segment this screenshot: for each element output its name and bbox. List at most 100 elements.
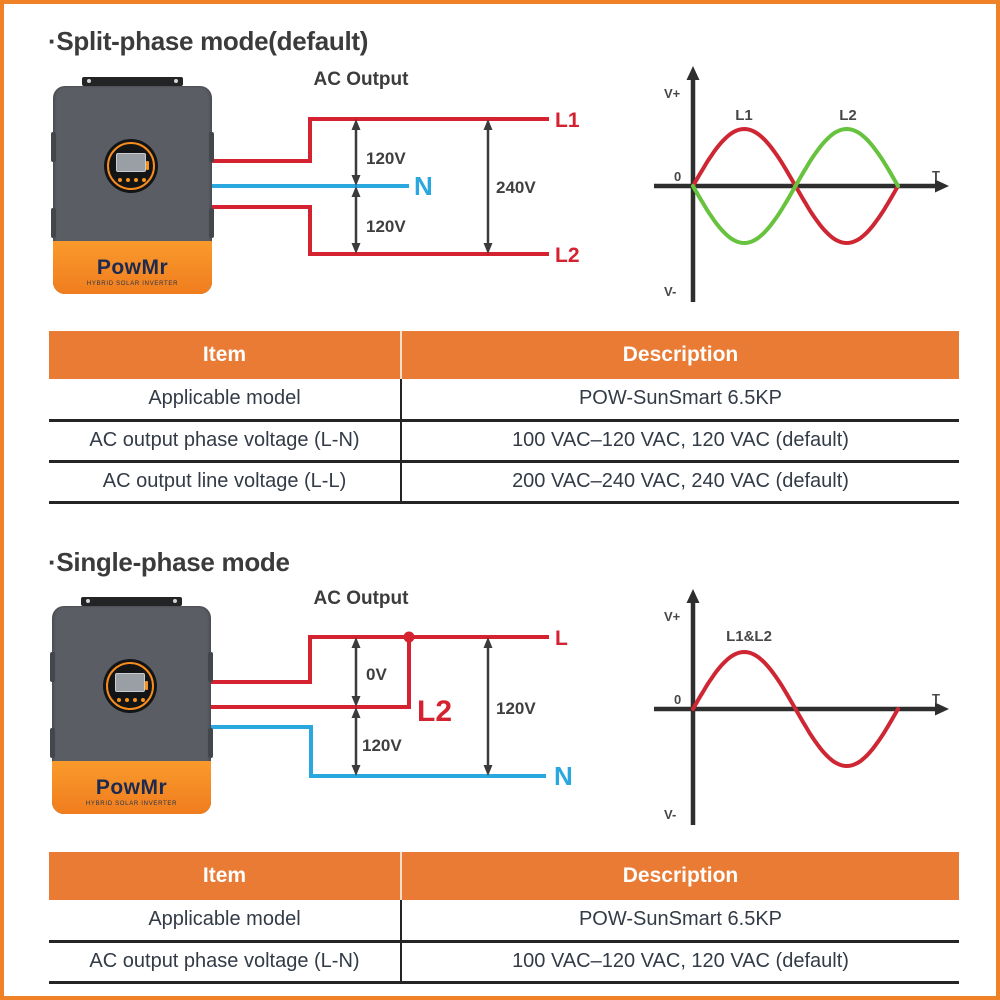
table-row: Applicable model POW-SunSmart 6.5KP: [49, 900, 959, 943]
split-waveform-chart: V+ 0 V- T L1 L2: [654, 66, 949, 302]
description-cell: POW-SunSmart 6.5KP: [401, 379, 959, 422]
description-header: Description: [401, 852, 959, 900]
arrow-head: [351, 186, 361, 197]
l2-label: L2: [417, 695, 452, 728]
screw-hole: [173, 599, 177, 603]
table-header-row: Item Description: [49, 852, 959, 900]
mounting-bracket: [81, 597, 182, 606]
screw-hole: [87, 79, 91, 83]
item-cell: AC output line voltage (L-L): [49, 461, 402, 504]
voltage-top-label: 0V: [366, 665, 387, 684]
table-row: Applicable model POW-SunSmart 6.5KP: [49, 379, 959, 422]
powmr-logo: PowMr: [95, 776, 168, 799]
inverter-device: PowMr HYBRID SOLAR INVERTER: [50, 597, 213, 814]
inverter-body: PowMr HYBRID SOLAR INVERTER: [50, 606, 213, 814]
l1-label: L1: [555, 109, 580, 132]
description-cell: POW-SunSmart 6.5KP: [401, 900, 959, 943]
l1-wave-label: L1: [735, 107, 753, 124]
v-axis-arrow: [686, 589, 700, 603]
neutral-label: N: [554, 761, 573, 791]
side-tab: [50, 652, 55, 682]
screw-hole: [174, 79, 178, 83]
v-plus-label: V+: [664, 86, 681, 101]
arrow-head: [351, 243, 361, 254]
table-header-row: Item Description: [49, 331, 959, 379]
mounting-bracket: [82, 77, 183, 86]
arrow-head: [351, 696, 361, 707]
voltage-total-label: 240V: [496, 178, 536, 197]
inverter-device: PowMr HYBRID SOLAR INVERTER: [51, 77, 214, 294]
side-tab: [208, 728, 213, 758]
arrow-head: [483, 243, 493, 254]
side-tab: [209, 208, 214, 238]
voltage-bottom-label: 120V: [366, 217, 406, 236]
split-phase-heading: ·Split-phase mode(default): [48, 26, 369, 56]
l2-wire: [207, 637, 411, 709]
inverter-body: PowMr HYBRID SOLAR INVERTER: [51, 86, 214, 294]
inverter-display: [104, 139, 158, 193]
side-tab: [209, 132, 214, 162]
description-cell: 100 VAC–120 VAC, 120 VAC (default): [401, 420, 959, 463]
description-header: Description: [401, 331, 959, 379]
voltage-bottom-label: 120V: [362, 736, 402, 755]
lcd-screen: [115, 673, 145, 692]
l1-wire: [207, 117, 549, 163]
powmr-tagline: HYBRID SOLAR INVERTER: [85, 801, 178, 807]
v-plus-label: V+: [664, 609, 681, 624]
description-cell: 100 VAC–120 VAC, 120 VAC (default): [401, 941, 959, 984]
l1l2-wave-label: L1&L2: [726, 628, 772, 645]
t-label: T: [932, 168, 940, 183]
table-row: AC output line voltage (L-L) 200 VAC–240…: [49, 461, 959, 504]
l2-wave-label: L2: [839, 107, 857, 124]
screw-hole: [86, 599, 90, 603]
l2-label: L2: [555, 244, 580, 267]
voltage-total-label: 120V: [496, 699, 536, 718]
split-wiring-diagram: AC Output L1 L2 N 120V 120V 240V: [207, 69, 580, 267]
side-tab: [208, 652, 213, 682]
single-waveform-chart: V+ 0 V- T L1&L2: [654, 589, 949, 825]
description-cell: 200 VAC–240 VAC, 240 VAC (default): [401, 461, 959, 504]
inverter-orange-panel: PowMr HYBRID SOLAR INVERTER: [52, 761, 211, 814]
lcd-screen: [116, 153, 146, 172]
single-phase-heading: ·Single-phase mode: [48, 547, 290, 577]
t-axis-arrow: [935, 702, 949, 716]
powmr-tagline: HYBRID SOLAR INVERTER: [86, 281, 179, 287]
led-row: [118, 178, 146, 182]
item-cell: Applicable model: [49, 900, 402, 943]
item-cell: AC output phase voltage (L-N): [49, 420, 402, 463]
l-label: L: [555, 627, 568, 650]
item-header: Item: [49, 852, 402, 900]
zero-label: 0: [674, 169, 681, 184]
inverter-display: [103, 659, 157, 713]
l-wire: [207, 635, 549, 684]
side-tab: [50, 728, 55, 758]
l1l2-sine-wave: [691, 649, 900, 769]
display-indicator: [145, 681, 148, 690]
voltage-top-label: 120V: [366, 149, 406, 168]
junction-dot: [403, 631, 415, 643]
neutral-label: N: [414, 171, 433, 201]
item-header: Item: [49, 331, 402, 379]
led-row: [117, 698, 145, 702]
ac-output-label: AC Output: [314, 69, 410, 90]
arrow-head: [351, 637, 361, 648]
side-tab: [51, 208, 56, 238]
arrow-head: [483, 637, 493, 648]
arrow-head: [351, 707, 361, 718]
display-indicator: [146, 161, 149, 170]
single-spec-table: Item Description Applicable model POW-Su…: [49, 852, 959, 984]
arrow-head: [483, 765, 493, 776]
item-cell: AC output phase voltage (L-N): [49, 941, 402, 984]
t-axis-arrow: [935, 179, 949, 193]
table-row: AC output phase voltage (L-N) 100 VAC–12…: [49, 941, 959, 984]
l2-sine-wave: [691, 126, 900, 246]
l2-wire: [207, 205, 549, 256]
arrow-head: [351, 175, 361, 186]
neutral-wire: [207, 725, 546, 778]
inverter-orange-panel: PowMr HYBRID SOLAR INVERTER: [53, 241, 212, 294]
item-cell: Applicable model: [49, 379, 402, 422]
v-axis-arrow: [686, 66, 700, 80]
single-wiring-diagram: AC Output L L2 N 0V 120V 120V: [207, 588, 573, 791]
arrow-head: [483, 119, 493, 130]
